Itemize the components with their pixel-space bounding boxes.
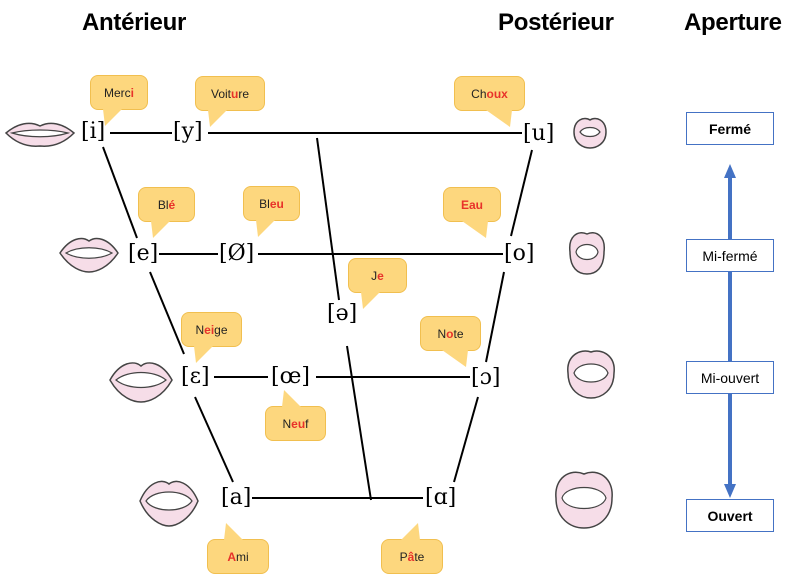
- example-word-neuf: Neuf: [282, 416, 309, 431]
- lips-icon-rounded-o: [569, 232, 605, 275]
- front-edge-upper: [102, 146, 138, 239]
- example-word-eau: Eau: [460, 197, 483, 212]
- heading-posterior: Postérieur: [498, 9, 614, 36]
- vowel-oe-open: [œ]: [270, 364, 311, 389]
- aperture-level-ferme: Fermé: [686, 112, 774, 145]
- central-line-lower: [346, 345, 372, 501]
- central-line-upper: [316, 137, 340, 301]
- example-bubble-bleu: Bleu: [243, 186, 300, 237]
- lips-icon-open-alpha: [555, 471, 613, 529]
- example-word-neige: Neige: [195, 322, 228, 337]
- aperture-level-mi-ouvert: Mi-ouvert: [686, 361, 774, 394]
- vowel-i: [i]: [80, 119, 107, 144]
- lips-icon-rounded-u: [573, 117, 607, 149]
- example-word-ble: Blé: [157, 197, 176, 212]
- example-bubble-je: Je: [348, 258, 407, 309]
- example-bubble-merci: Merci: [90, 75, 148, 126]
- example-bubble-neige: Neige: [181, 312, 242, 363]
- lips-icon-open-a: [139, 480, 199, 527]
- back-edge-middle: [485, 271, 505, 363]
- aperture-level-ouvert: Ouvert: [686, 499, 774, 532]
- example-bubble-neuf: Neuf: [265, 390, 326, 441]
- vowel-e: [e]: [127, 241, 160, 266]
- vowel-o: [o]: [503, 241, 536, 266]
- example-word-je: Je: [371, 268, 384, 283]
- vowel-a: [a]: [220, 485, 253, 510]
- example-word-bleu: Bleu: [259, 196, 284, 211]
- vowel-y: [y]: [172, 119, 204, 144]
- lips-icon-spread-e: [59, 237, 119, 273]
- example-bubble-pate: Pâte: [381, 523, 443, 574]
- aperture-arrow: [724, 164, 736, 498]
- heading-aperture: Aperture: [684, 9, 782, 36]
- example-word-merci: Merci: [103, 85, 134, 100]
- back-edge-upper: [510, 149, 533, 237]
- lips-icon-spread-epsilon: [109, 362, 173, 403]
- vowel-u: [u]: [522, 121, 556, 146]
- front-edge-middle: [149, 271, 185, 355]
- vowel-schwa: [ə]: [326, 301, 359, 326]
- example-word-voiture: Voiture: [210, 86, 250, 101]
- example-word-ami: Ami: [227, 549, 249, 564]
- example-word-pate: Pâte: [399, 549, 425, 564]
- example-bubble-ami: Ami: [207, 523, 269, 574]
- lips-icon-spread-i: [4, 122, 76, 147]
- heading-anterior: Antérieur: [82, 9, 186, 36]
- front-edge-lower: [194, 396, 234, 483]
- vowel-oe-closed: [Ø]: [218, 241, 256, 266]
- example-bubble-eau: Eau: [443, 187, 501, 238]
- vowel-epsilon: [ɛ]: [180, 364, 211, 389]
- example-word-choux: Choux: [471, 86, 508, 101]
- back-edge-lower: [453, 396, 479, 483]
- aperture-level-mi-ferme: Mi-fermé: [686, 239, 774, 272]
- example-word-note: Note: [437, 326, 464, 341]
- example-bubble-choux: Choux: [454, 76, 525, 127]
- example-bubble-note: Note: [420, 316, 481, 367]
- vowel-alpha: [ɑ]: [424, 485, 458, 510]
- vowel-open-o: [ɔ]: [470, 365, 502, 390]
- lips-icon-rounded-open-o: [567, 350, 615, 399]
- example-bubble-ble: Blé: [138, 187, 195, 238]
- example-bubble-voiture: Voiture: [195, 76, 265, 127]
